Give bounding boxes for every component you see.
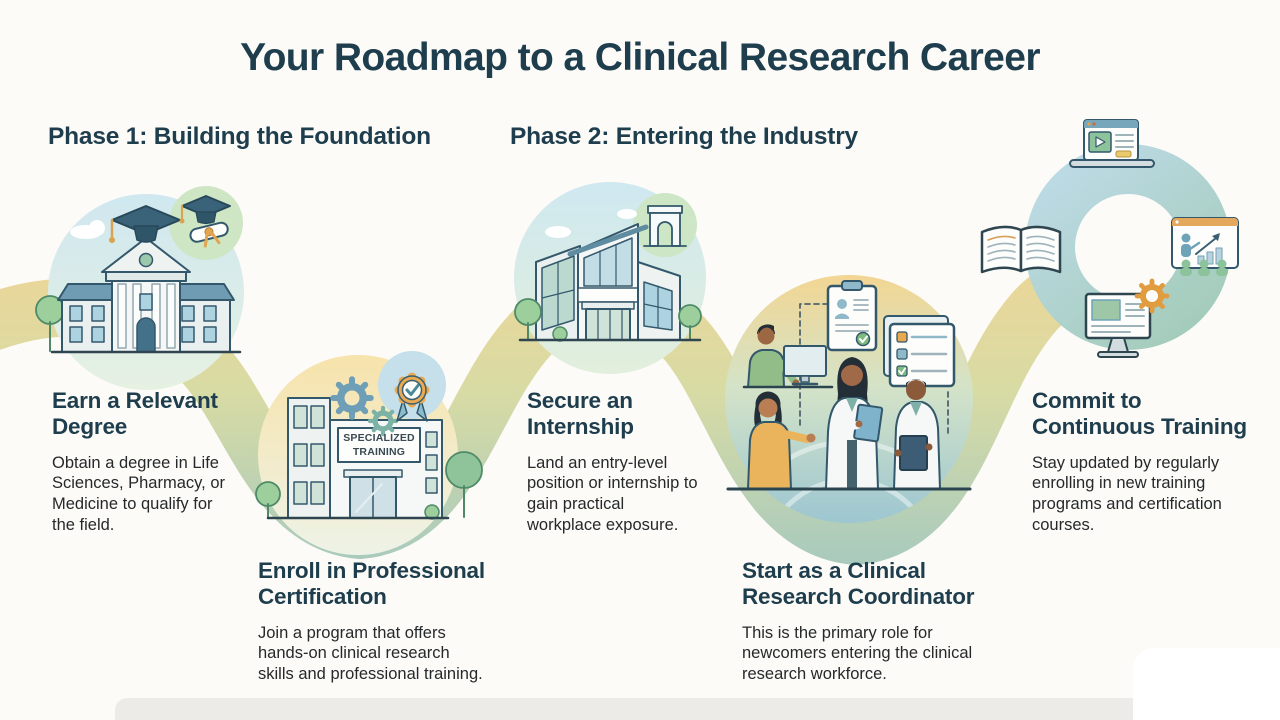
bottom-band <box>115 698 1165 720</box>
step-heading: Start as a Clinical Research Coordinator <box>742 558 975 610</box>
step-professional-certification: Enroll in Professional Certification Joi… <box>258 558 518 685</box>
step-body: Land an entry-level position or internsh… <box>527 453 698 534</box>
step-body: Stay updated by regularly enrolling in n… <box>1032 453 1222 534</box>
step-heading: Earn a Relevant Degree <box>52 388 218 440</box>
training-cycle-illustration <box>980 119 1239 358</box>
step-continuous-training: Commit to Continuous Training Stay updat… <box>1032 388 1267 535</box>
presentation-icon <box>1171 217 1239 276</box>
arch-badge-icon <box>643 205 687 247</box>
researcher-with-tablet <box>893 379 941 490</box>
step-earn-degree: Earn a Relevant Degree Obtain a degree i… <box>52 388 292 535</box>
step-secure-internship: Secure an Internship Land an entry-level… <box>527 388 747 535</box>
phase-1-heading: Phase 1: Building the Foundation <box>48 123 431 150</box>
step-heading: Commit to Continuous Training <box>1032 388 1247 440</box>
page-title: Your Roadmap to a Clinical Research Care… <box>240 36 1040 79</box>
step-heading: Enroll in Professional Certification <box>258 558 485 610</box>
monitor-gear-icon <box>1084 281 1167 358</box>
training-sign-text: SPECIALIZED TRAINING <box>343 432 415 458</box>
researcher-at-computer <box>742 324 834 389</box>
step-body: This is the primary role for newcomers e… <box>742 623 973 683</box>
checklist-icon <box>883 315 956 388</box>
graduation-cap-icon <box>109 205 181 243</box>
training-building-illustration <box>255 372 483 520</box>
diploma-badge-icon <box>179 195 231 248</box>
clipboard-icon <box>826 280 878 352</box>
university-illustration <box>35 195 242 354</box>
coordinator-figure <box>825 357 884 490</box>
coordinator-scene-illustration <box>726 280 972 491</box>
step-body: Obtain a degree in Life Sciences, Pharma… <box>52 453 226 534</box>
internship-building-illustration <box>514 205 702 342</box>
certification-badge-icon <box>394 372 430 422</box>
phase-2-heading: Phase 2: Entering the Industry <box>510 123 858 150</box>
laptop-icon <box>1069 119 1155 168</box>
step-body: Join a program that offers hands-on clin… <box>258 623 483 683</box>
step-heading: Secure an Internship <box>527 388 634 440</box>
open-book-icon <box>980 225 1062 274</box>
patient-figure <box>747 391 816 490</box>
bottom-right-card <box>1133 648 1280 720</box>
step-research-coordinator: Start as a Clinical Research Coordinator… <box>742 558 1002 685</box>
